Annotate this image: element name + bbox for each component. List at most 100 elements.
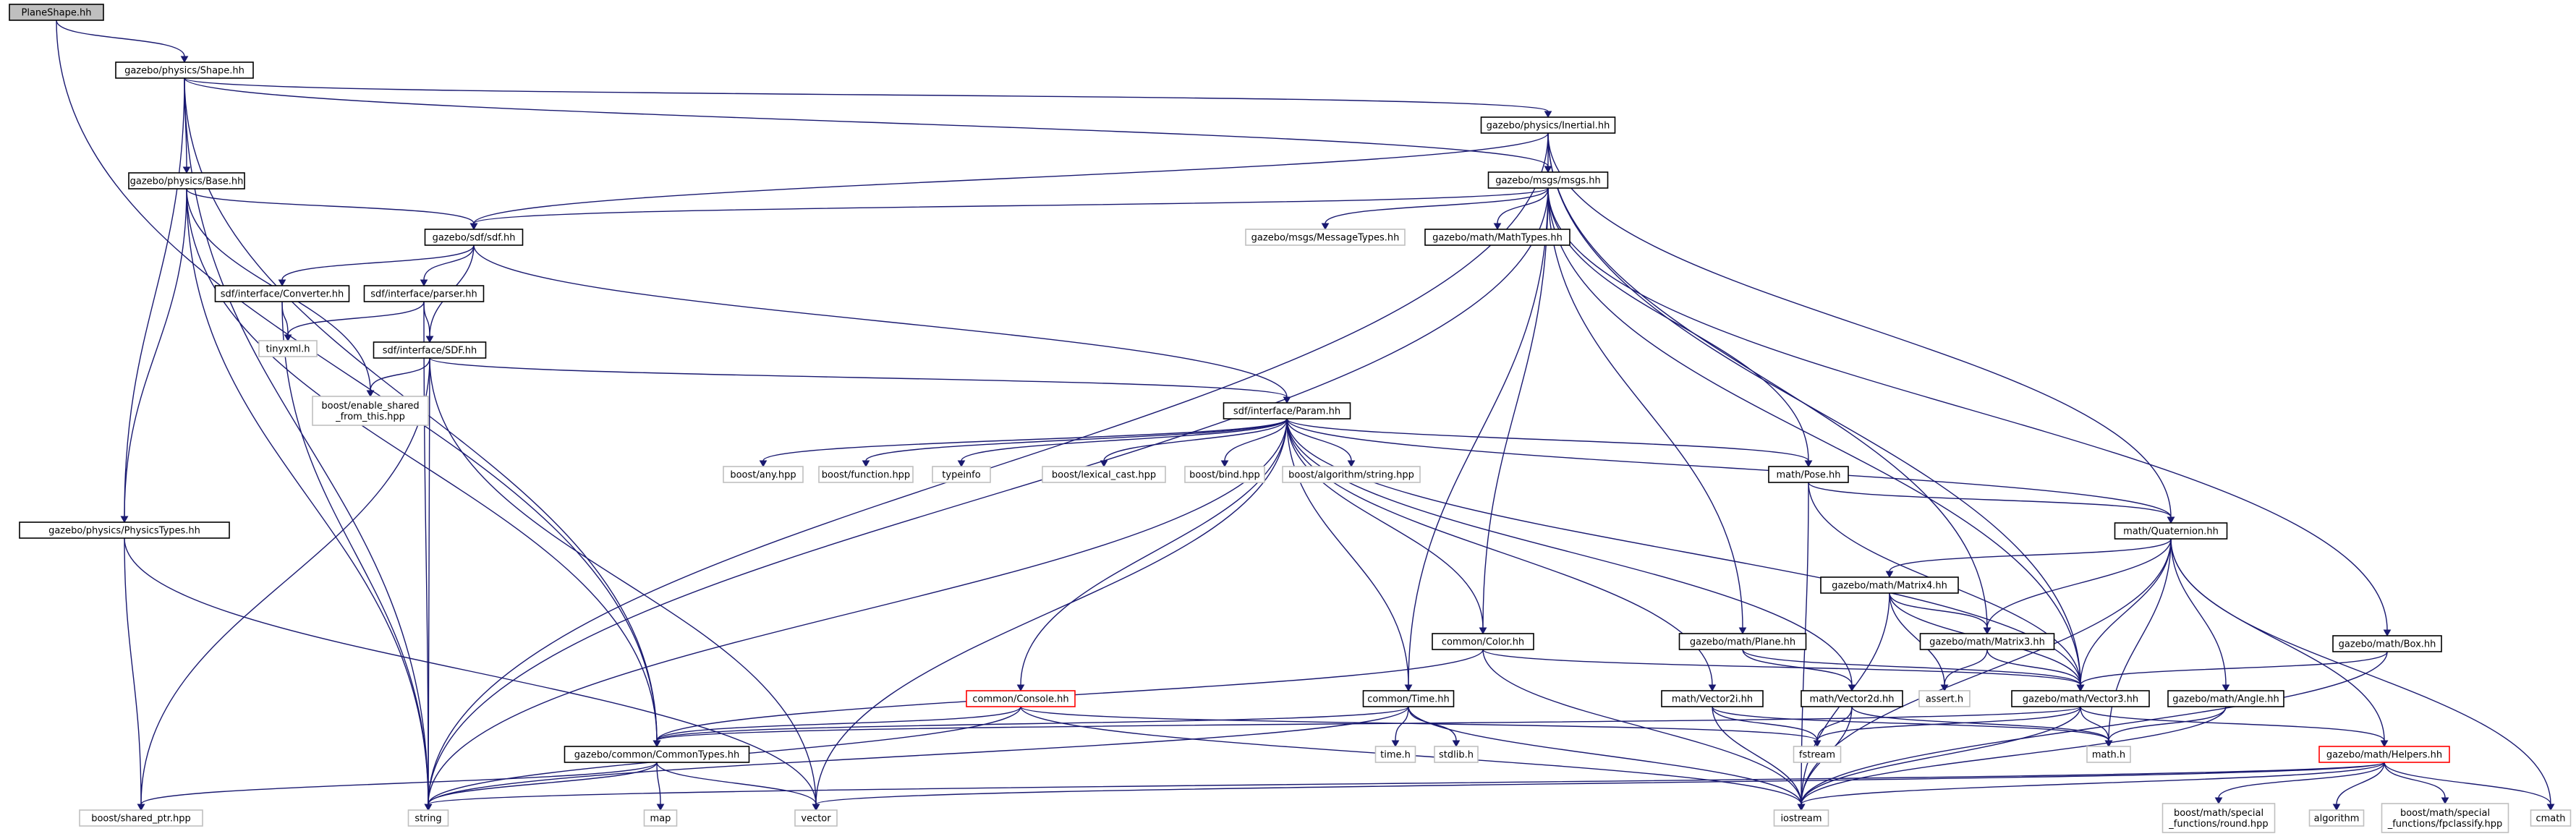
dependency-edge-msgs-to-msgtypes [1321, 187, 1549, 231]
node-stdlib: stdlib.h [1434, 746, 1479, 763]
node-label-fstream: fstream [1799, 750, 1835, 761]
node-label-string: string [415, 814, 441, 825]
node-param[interactable]: sdf/interface/Param.hh [1223, 402, 1351, 420]
dependency-edge-base-to-commontypes [186, 188, 661, 748]
dependency-edge-time-to-stdlib [1408, 706, 1461, 748]
node-label-boostany: boost/any.hpp [730, 470, 796, 481]
node-iostream: iostream [1773, 809, 1829, 827]
node-vector2d[interactable]: math/Vector2d.hh [1801, 690, 1903, 707]
dependency-edge-sdfsdf-to-enableshared [366, 357, 430, 398]
dependency-edge-shape-to-inertial [184, 77, 1552, 119]
node-label-boostbind: boost/bind.hpp [1189, 470, 1260, 481]
node-label-fpclassify: boost/math/special [2400, 808, 2490, 819]
dependency-edge-matrix3-to-vector3 [1986, 649, 2085, 692]
dependency-edge-base-to-sdf [186, 188, 478, 231]
dependency-edge-vector2i-to-iostream [1712, 706, 1806, 812]
node-label-color: common/Color.hh [1442, 637, 1524, 648]
node-sdfsdf[interactable]: sdf/interface/SDF.hh [373, 341, 487, 359]
node-label-base: gazebo/physics/Base.hh [130, 176, 244, 187]
dependency-edge-param-to-pose [1286, 418, 1813, 468]
node-label-enableshared: _from_this.hpp [335, 412, 405, 422]
node-label-vector: vector [801, 814, 831, 825]
dependency-edge-vector3-to-helpers [2080, 706, 2389, 748]
dependency-edge-param-to-boostbind [1220, 418, 1288, 468]
node-commontypes[interactable]: gazebo/common/CommonTypes.hh [564, 746, 750, 763]
node-label-timeh: time.h [1380, 750, 1411, 761]
node-label-param: sdf/interface/Param.hh [1233, 406, 1340, 417]
node-sharedptr: boost/shared_ptr.hpp [79, 809, 203, 827]
node-physicstypes[interactable]: gazebo/physics/PhysicsTypes.hh [19, 521, 230, 539]
node-converter[interactable]: sdf/interface/Converter.hh [214, 285, 350, 302]
node-label-vector3: gazebo/math/Vector3.hh [2023, 694, 2138, 705]
node-shape[interactable]: gazebo/physics/Shape.hh [115, 61, 254, 79]
node-algorithm: algorithm [2308, 809, 2365, 827]
node-angle[interactable]: gazebo/math/Angle.hh [2167, 690, 2284, 707]
dependency-edge-param-to-boostany [759, 418, 1288, 468]
dependency-edge-sdf-to-param [473, 244, 1291, 404]
node-boostany: boost/any.hpp [723, 466, 804, 483]
dependency-edge-quaternion-to-mathh [2104, 538, 2172, 748]
dependency-edge-param-to-lexicalcast [1100, 418, 1288, 468]
node-time[interactable]: common/Time.hh [1362, 690, 1455, 707]
node-helpers[interactable]: gazebo/math/Helpers.hh [2318, 746, 2450, 763]
node-label-tinyxml: tinyxml.h [266, 344, 310, 355]
dependency-edge-sdfsdf-to-vector [429, 357, 820, 812]
node-inertial[interactable]: gazebo/physics/Inertial.hh [1480, 116, 1616, 134]
dependency-edge-matrix4-to-matrix3 [1889, 592, 1991, 635]
node-quaternion[interactable]: math/Quaternion.hh [2114, 522, 2228, 540]
dependency-edge-console-to-commontypes [652, 706, 1021, 748]
node-label-sdf: gazebo/sdf/sdf.hh [433, 233, 516, 244]
dependency-edge-msgs-to-string [424, 187, 1549, 812]
node-vector2i[interactable]: math/Vector2i.hh [1661, 690, 1764, 707]
dependency-edge-param-to-algostring [1286, 418, 1356, 468]
dependency-edge-param-to-console [1016, 418, 1288, 692]
dependency-edge-param-to-color [1286, 418, 1487, 635]
node-label-shape: gazebo/physics/Shape.hh [124, 66, 245, 77]
node-vector3[interactable]: gazebo/math/Vector3.hh [2011, 690, 2150, 707]
node-pose[interactable]: math/Pose.hh [1768, 466, 1849, 483]
node-base[interactable]: gazebo/physics/Base.hh [128, 172, 245, 189]
node-plane[interactable]: gazebo/math/Plane.hh [1678, 633, 1807, 650]
node-planeshape[interactable]: PlaneShape.hh [9, 4, 104, 21]
node-msgs[interactable]: gazebo/msgs/msgs.hh [1487, 171, 1609, 189]
node-boostfunction: boost/function.hpp [818, 466, 914, 483]
dependency-edge-commontypes-to-map [656, 762, 665, 812]
node-mathh: math.h [2086, 746, 2131, 763]
node-matrix3[interactable]: gazebo/math/Matrix3.hh [1919, 633, 2055, 650]
dependency-edge-vector2i-to-mathh [1712, 706, 2113, 748]
node-label-vector2d: math/Vector2d.hh [1810, 694, 1895, 705]
node-label-helpers: gazebo/math/Helpers.hh [2326, 750, 2442, 761]
node-parser[interactable]: sdf/interface/parser.hh [363, 285, 485, 302]
dependency-edge-helpers-to-iostream [1797, 762, 2385, 812]
dependency-edge-quaternion-to-angle [2170, 538, 2230, 692]
node-label-box: gazebo/math/Box.hh [2339, 639, 2436, 650]
node-typeinfo: typeinfo [932, 466, 991, 483]
node-label-mathtypes: gazebo/math/MathTypes.hh [1432, 233, 1563, 244]
node-label-parser: sdf/interface/parser.hh [370, 289, 477, 300]
node-label-quaternion: math/Quaternion.hh [2123, 527, 2219, 537]
node-label-stdlib: stdlib.h [1439, 750, 1474, 761]
dependency-edge-color-to-iostream [1482, 649, 1806, 812]
node-mathtypes[interactable]: gazebo/math/MathTypes.hh [1424, 229, 1570, 246]
node-label-planeshape: PlaneShape.hh [22, 8, 92, 19]
dependency-edge-helpers-to-vector [812, 762, 2385, 812]
node-color[interactable]: common/Color.hh [1432, 633, 1534, 650]
dependency-edge-matrix3-to-asserth [1940, 649, 1988, 692]
node-label-sdfsdf: sdf/interface/SDF.hh [383, 346, 477, 357]
dependency-edge-inertial-to-vector3 [1547, 132, 2085, 692]
dependency-edge-msgs-to-vector3 [1547, 187, 2085, 692]
node-label-specialround: _functions/round.hpp [2168, 819, 2268, 830]
node-console[interactable]: common/Console.hh [966, 690, 1076, 707]
node-label-matrix4: gazebo/math/Matrix4.hh [1832, 581, 1947, 592]
node-matrix4[interactable]: gazebo/math/Matrix4.hh [1820, 576, 1959, 594]
dependency-edge-box-to-iostream [1797, 651, 2388, 812]
dependency-edge-helpers-to-algorithm [2332, 762, 2385, 812]
node-sdf[interactable]: gazebo/sdf/sdf.hh [424, 229, 524, 246]
dependency-edge-quaternion-to-vector3 [2076, 538, 2172, 692]
node-box[interactable]: gazebo/math/Box.hh [2332, 635, 2442, 652]
node-algostring: boost/algorithm/string.hpp [1282, 466, 1421, 483]
node-label-matrix3: gazebo/math/Matrix3.hh [1929, 637, 2045, 648]
node-string: string [407, 809, 449, 827]
node-label-cmath: cmath [2535, 814, 2565, 825]
